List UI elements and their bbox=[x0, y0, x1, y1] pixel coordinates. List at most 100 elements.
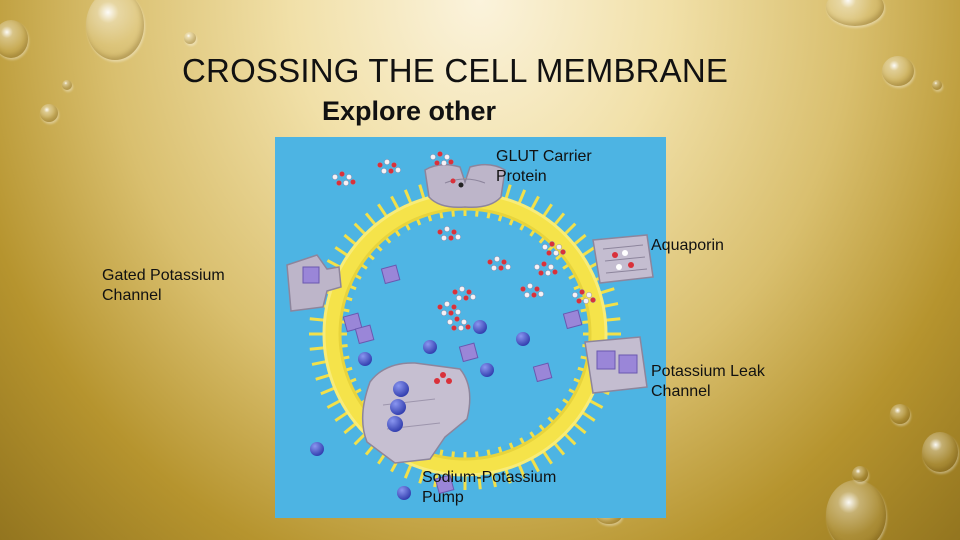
glucose-cluster bbox=[437, 226, 461, 241]
lipid-tail bbox=[364, 212, 377, 226]
lipid-tail bbox=[353, 433, 366, 446]
label-glut-line1: GLUT Carrier bbox=[496, 148, 592, 165]
glucose-molecule bbox=[505, 264, 511, 270]
glucose-molecule bbox=[455, 234, 461, 240]
glucose-molecule bbox=[381, 168, 387, 174]
lipid-tail bbox=[530, 458, 540, 473]
glucose-molecule bbox=[441, 235, 447, 241]
sodium-ion bbox=[516, 332, 530, 346]
cell-membrane-illustration bbox=[275, 137, 666, 518]
slide-subtitle: Explore other bbox=[322, 96, 497, 126]
glucose-molecule bbox=[451, 229, 457, 235]
glucose-cluster bbox=[534, 261, 558, 276]
glucose-molecule bbox=[448, 159, 454, 165]
lipid-tail bbox=[573, 233, 587, 246]
glucose-molecule bbox=[549, 241, 555, 247]
glucose-molecule bbox=[548, 264, 554, 270]
cell-membrane-svg bbox=[286, 151, 654, 500]
glucose-molecule bbox=[339, 171, 345, 177]
lipid-tail bbox=[553, 442, 566, 456]
label-gated-potassium: Gated Potassium Channel bbox=[102, 266, 225, 306]
lipid-tail bbox=[334, 411, 348, 422]
lipid-tail bbox=[573, 422, 587, 435]
glucose-molecule bbox=[384, 159, 390, 165]
lipid-tail bbox=[504, 184, 512, 199]
glucose-molecule bbox=[456, 295, 462, 301]
lipid-tail bbox=[403, 464, 413, 479]
glucose-cluster bbox=[437, 301, 461, 316]
lipid-tail bbox=[390, 195, 400, 210]
glucose-molecule bbox=[487, 259, 493, 265]
glucose-molecule bbox=[430, 154, 436, 160]
glucose-molecule bbox=[590, 297, 596, 303]
lipid-tail bbox=[606, 317, 621, 322]
potassium-ions bbox=[342, 264, 583, 495]
glucose-cluster bbox=[447, 316, 471, 331]
gated-potassium-channel bbox=[286, 254, 342, 312]
glucose-molecule bbox=[491, 265, 497, 271]
sodium-ion bbox=[480, 363, 494, 377]
water-droplet-icon bbox=[0, 20, 28, 58]
label-pump-line2: Pump bbox=[422, 489, 464, 506]
glucose-molecule bbox=[461, 319, 467, 325]
glucose-molecule bbox=[545, 270, 551, 276]
glucose-molecule bbox=[444, 154, 450, 160]
glucose-molecule bbox=[437, 304, 443, 310]
glucose-molecule bbox=[583, 298, 589, 304]
glucose-molecule bbox=[448, 310, 454, 316]
lipid-tail bbox=[517, 464, 527, 479]
glucose-molecule bbox=[391, 162, 397, 168]
lipid-tail bbox=[564, 433, 577, 446]
lipid-tail bbox=[530, 195, 540, 210]
label-gated-line1: Gated Potassium bbox=[102, 267, 225, 284]
sodium-ion bbox=[358, 352, 372, 366]
water-droplet-icon bbox=[826, 480, 886, 540]
glucose-cluster bbox=[487, 256, 511, 271]
lipid-tail bbox=[309, 317, 324, 322]
sodium-ion bbox=[423, 340, 437, 354]
water-droplet-icon bbox=[852, 466, 868, 482]
glucose-molecule bbox=[470, 294, 476, 300]
glucose-molecule bbox=[524, 292, 530, 298]
glucose-molecule bbox=[576, 298, 582, 304]
glucose-molecule bbox=[538, 291, 544, 297]
lipid-tail bbox=[320, 386, 335, 396]
glucose-molecule bbox=[377, 162, 383, 168]
glucose-molecule bbox=[546, 250, 552, 256]
glucose-molecule bbox=[556, 244, 562, 250]
potassium-ion bbox=[342, 312, 363, 333]
water-droplet-icon bbox=[922, 432, 958, 472]
label-potassium-leak: Potassium Leak Channel bbox=[651, 362, 765, 402]
water-droplet-icon bbox=[826, 0, 884, 26]
sodium-ion bbox=[310, 442, 324, 456]
sodium-potassium-pump bbox=[361, 362, 471, 464]
lipid-tail bbox=[564, 222, 577, 235]
glucose-molecule bbox=[541, 261, 547, 267]
glucose-molecule bbox=[531, 292, 537, 298]
glucose-molecule bbox=[459, 286, 465, 292]
glucose-molecule bbox=[527, 283, 533, 289]
water-droplet-icon bbox=[62, 80, 72, 90]
glucose-molecule bbox=[586, 292, 592, 298]
lipid-tail bbox=[343, 422, 357, 435]
glucose-molecule bbox=[552, 269, 558, 275]
potassium-leak-channel bbox=[584, 336, 648, 394]
glucose-molecule bbox=[437, 229, 443, 235]
potassium-ion bbox=[380, 264, 401, 285]
lipid-tail bbox=[377, 203, 388, 217]
glucose-molecule bbox=[542, 244, 548, 250]
glucose-molecule bbox=[343, 180, 349, 186]
lipid-tail bbox=[326, 399, 341, 409]
glucose-molecules bbox=[332, 151, 596, 331]
glucose-molecule bbox=[441, 160, 447, 166]
potassium-ion bbox=[532, 362, 553, 383]
label-glut-line2: Protein bbox=[496, 168, 547, 185]
glucose-cluster bbox=[520, 283, 544, 298]
lipid-tail bbox=[504, 469, 512, 484]
glucose-molecule bbox=[451, 325, 457, 331]
glucose-molecule bbox=[437, 151, 443, 157]
water-droplet-icon bbox=[40, 104, 58, 122]
label-glut-carrier: GLUT Carrier Protein bbox=[496, 147, 592, 187]
glucose-molecule bbox=[494, 256, 500, 262]
glucose-cluster bbox=[542, 241, 566, 256]
